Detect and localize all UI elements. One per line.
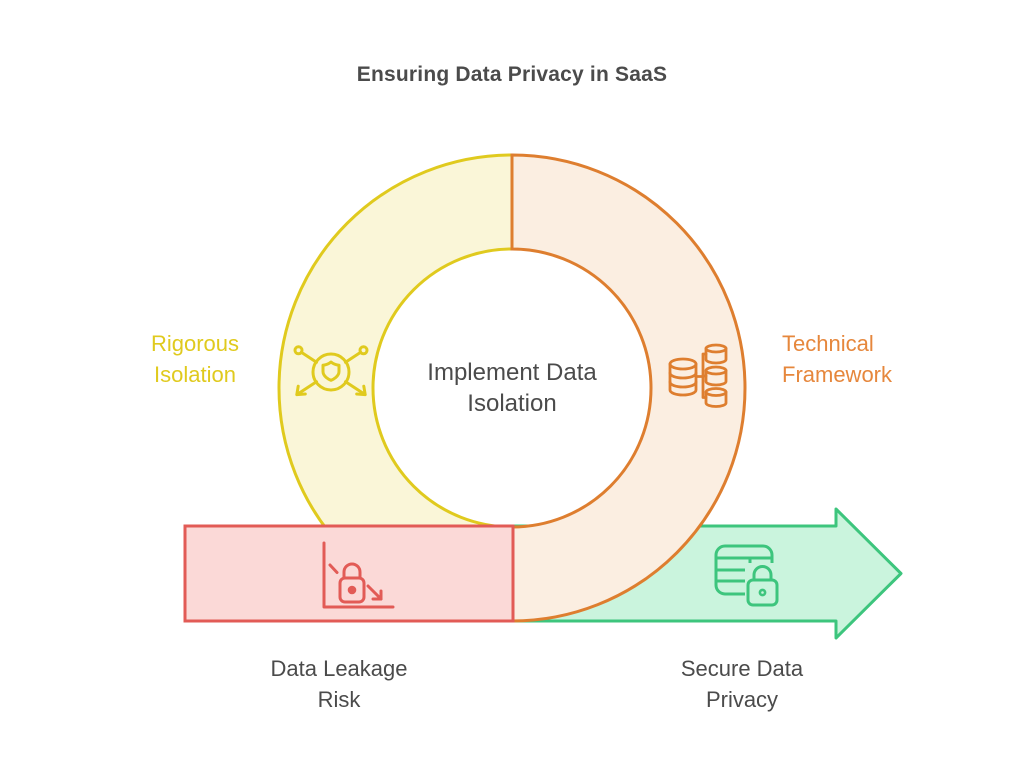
right-segment-label: Technical Framework [782, 331, 893, 387]
ring-right-segment [510, 153, 747, 623]
risk-rectangle-shape [183, 524, 515, 623]
declining-lock-chart-icon [322, 541, 395, 609]
center-label: Implement Data Isolation [427, 359, 597, 417]
database-distribution-icon [668, 343, 728, 408]
page-title: Ensuring Data Privacy in SaaS [356, 63, 668, 86]
risk-label: Data Leakage Risk [270, 656, 408, 712]
locked-table-icon [714, 544, 783, 607]
left-segment-label: Rigorous Isolation [150, 331, 240, 387]
shield-network-icon [293, 345, 369, 397]
secure-label: Secure Data Privacy [680, 656, 804, 712]
